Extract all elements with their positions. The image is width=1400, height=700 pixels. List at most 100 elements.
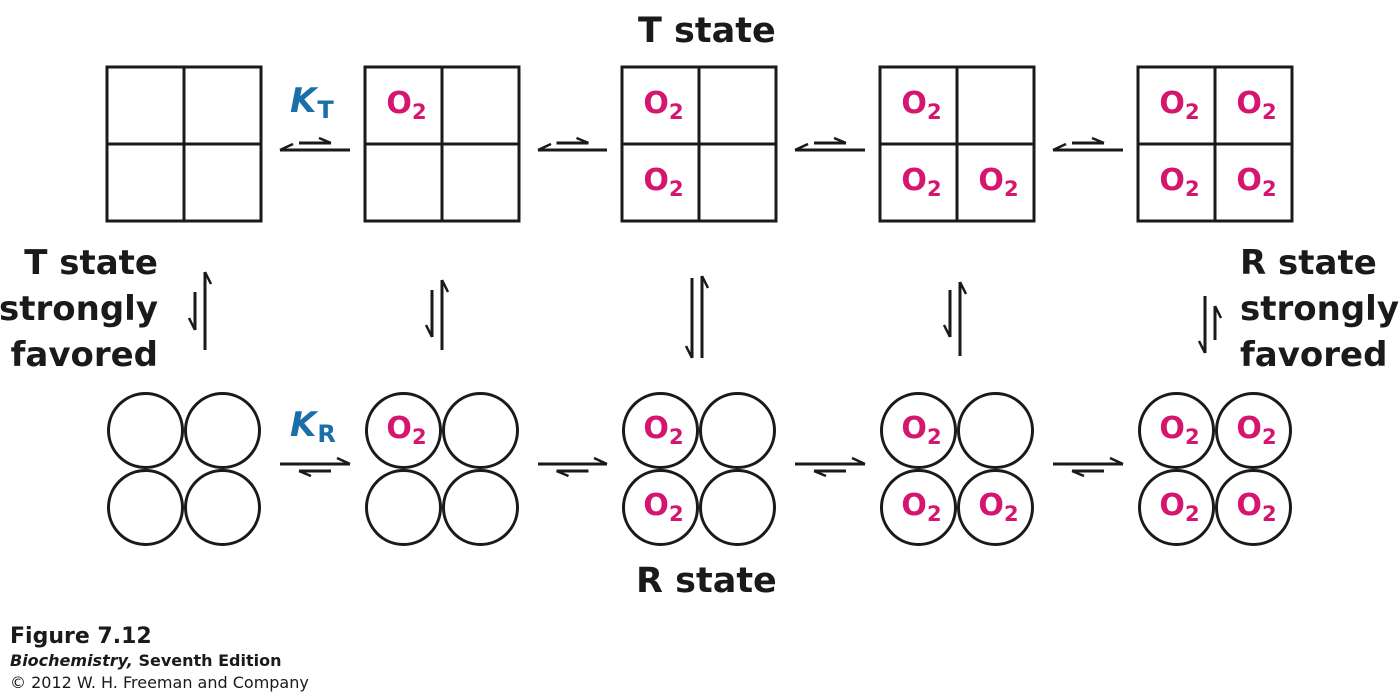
o2-base: O (1159, 410, 1185, 446)
r-arrow-right-head (851, 456, 866, 466)
right-label-line-3: favored (1240, 335, 1388, 375)
kt-subscript: T (317, 96, 334, 124)
t-state-o2: O2 (1159, 162, 1200, 201)
t-arrow-left-head (794, 142, 809, 152)
o2-base: O (643, 162, 669, 198)
copyright: © 2012 W. H. Freeman and Company (10, 673, 309, 692)
t-arrow-right-head (833, 136, 847, 145)
t-arrow-left-head (537, 142, 552, 152)
r-arrow-left-head (1071, 469, 1085, 478)
o2-base: O (901, 410, 927, 446)
o2-base: O (1236, 85, 1262, 121)
figure-caption: Figure 7.12 Biochemistry, Seventh Editio… (10, 624, 309, 694)
r-state-subunit (442, 469, 519, 546)
r-state-o2: O2 (643, 490, 683, 525)
o2-subscript: 2 (926, 424, 942, 449)
r-state-subunit (957, 392, 1034, 469)
o2-base: O (1236, 162, 1262, 198)
r-state-subunit (622, 469, 699, 546)
r-arrow-left-head (813, 469, 827, 478)
left-label-line-3: favored (10, 335, 158, 375)
r-state-o2: O2 (978, 487, 1019, 526)
book-title: Biochemistry, (10, 651, 133, 670)
t-state-o2: O2 (901, 162, 941, 200)
o2-subscript: 2 (668, 176, 684, 201)
o2-base: O (901, 85, 927, 121)
t-state-o2: O2 (1236, 162, 1277, 201)
r-state-subunit (365, 469, 442, 546)
t-state-title: T state (638, 11, 776, 51)
o2-base: O (1159, 85, 1185, 121)
vertical-arrow-down-head (1197, 340, 1207, 354)
o2-base: O (901, 487, 927, 523)
o2-subscript: 2 (1184, 176, 1200, 201)
o2-subscript: 2 (1261, 99, 1277, 124)
vertical-arrow-down-head (187, 317, 197, 331)
vertical-arrow-up-head (958, 281, 968, 295)
r-state-o2: O2 (1159, 487, 1199, 525)
kt-label: KT (290, 84, 334, 122)
t-arrow-right-head (1091, 136, 1105, 145)
r-state-subunit (957, 469, 1034, 546)
o2-base: O (1159, 487, 1185, 523)
o2-base: O (643, 410, 669, 446)
t-state-o2: O2 (1159, 85, 1200, 124)
o2-base: O (1236, 487, 1262, 523)
o2-base: O (978, 487, 1004, 523)
t-state-o2: O2 (978, 165, 1019, 201)
t-arrow-right-head (576, 136, 589, 145)
o2-subscript: 2 (668, 99, 684, 124)
t-arrow-left-head (1052, 142, 1067, 152)
vertical-arrow-up-head (700, 275, 710, 289)
r-arrow-left-head (298, 469, 312, 478)
o2-subscript: 2 (1003, 501, 1019, 526)
r-state-o2: O2 (643, 410, 683, 448)
o2-subscript: 2 (411, 424, 427, 449)
r-state-subunit (365, 392, 442, 469)
o2-base: O (643, 85, 669, 121)
r-state-o2: O2 (1159, 410, 1200, 449)
r-state-subunit (1215, 469, 1292, 546)
vertical-arrow-up-head (440, 279, 450, 293)
right-label: R state strongly favored (1240, 240, 1399, 378)
o2-subscript: 2 (1003, 176, 1019, 201)
t-state-o2: O2 (1236, 85, 1277, 124)
t-arrow-left-head (279, 142, 294, 152)
o2-subscript: 2 (1261, 501, 1277, 526)
t-state-o2: O2 (386, 85, 427, 124)
r-state-subunit (107, 469, 184, 546)
o2-subscript: 2 (411, 99, 427, 124)
o2-subscript: 2 (1184, 99, 1200, 124)
o2-base: O (1159, 162, 1185, 198)
r-state-subunit (1138, 392, 1215, 469)
vertical-arrow-down-head (942, 324, 952, 338)
r-arrow-left-head (556, 469, 569, 478)
vertical-arrow-down-head (684, 345, 694, 359)
r-state-o2: O2 (1236, 413, 1277, 449)
o2-subscript: 2 (926, 99, 942, 124)
r-state-o2: O2 (901, 487, 941, 525)
o2-subscript: 2 (1184, 424, 1200, 449)
r-state-subunit (880, 469, 957, 546)
o2-base: O (386, 85, 412, 121)
o2-base: O (901, 162, 927, 198)
t-state-o2: O2 (643, 85, 684, 124)
o2-subscript: 2 (1261, 176, 1277, 201)
right-label-line-1: R state (1240, 243, 1377, 283)
o2-subscript: 2 (1261, 424, 1277, 449)
r-state-subunit (1215, 392, 1292, 469)
r-state-subunit (184, 469, 261, 546)
vertical-arrow-down-head (424, 324, 434, 338)
r-state-subunit (699, 469, 776, 546)
right-label-line-2: strongly (1240, 289, 1399, 329)
r-state-subunit (1138, 469, 1215, 546)
r-state-title: R state (636, 561, 777, 601)
r-arrow-right-head (336, 456, 351, 466)
r-state-subunit (699, 392, 776, 469)
vertical-arrow-up-head (1213, 305, 1223, 319)
book-edition: Seventh Edition (132, 651, 282, 670)
t-state-o2: O2 (643, 162, 684, 201)
t-arrow-right-head (318, 136, 332, 145)
r-state-o2: O2 (1236, 487, 1277, 526)
